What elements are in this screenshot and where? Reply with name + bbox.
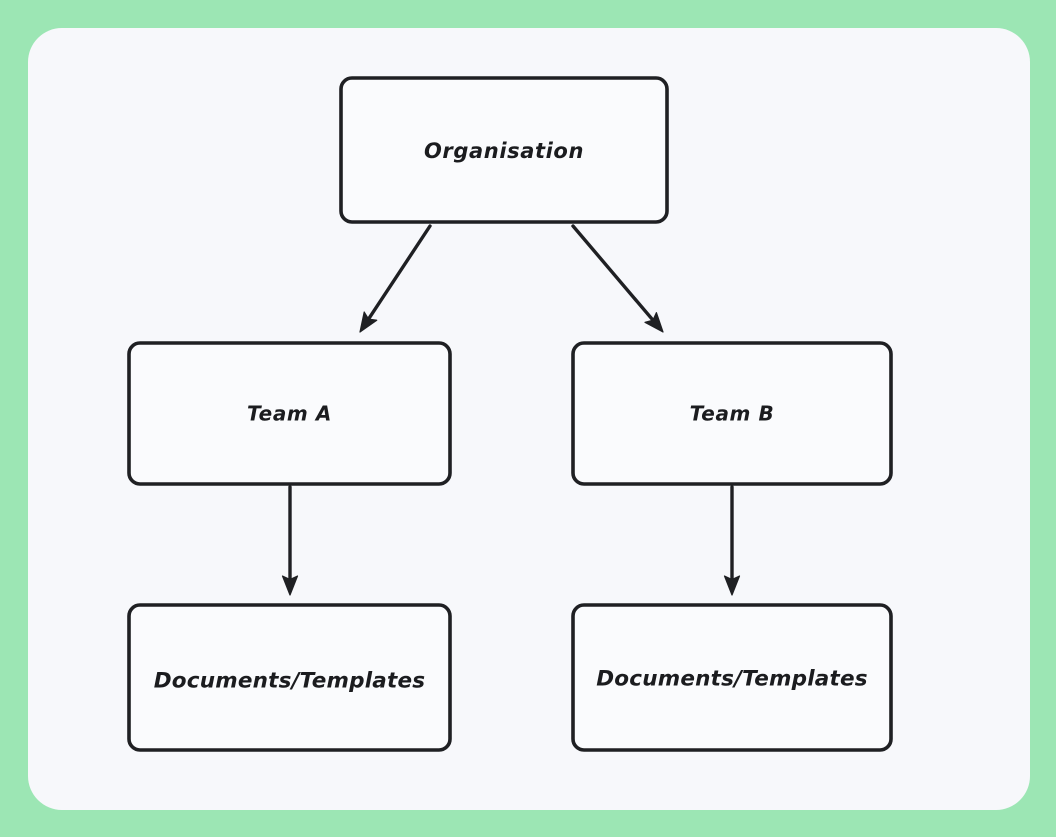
edge-team-b-to-documents-b	[723, 485, 741, 596]
node-label: Team A	[247, 402, 332, 426]
edge-line	[571, 224, 656, 324]
edges-layer	[281, 224, 741, 596]
node-box[interactable]	[127, 603, 452, 752]
node-box[interactable]	[127, 341, 452, 486]
arrowhead-icon	[281, 575, 299, 596]
node-label: Team B	[690, 402, 775, 426]
node-documents-templates-a[interactable]: Documents/Templates	[127, 603, 452, 752]
arrowhead-icon	[644, 312, 664, 333]
edge-team-a-to-documents-a	[281, 485, 299, 596]
node-team-a[interactable]: Team A	[127, 341, 452, 486]
node-box[interactable]	[571, 341, 893, 486]
node-box[interactable]	[571, 603, 893, 752]
arrowhead-icon	[359, 311, 378, 333]
node-box[interactable]	[339, 76, 669, 224]
edge-line	[366, 224, 432, 323]
node-organisation[interactable]: Organisation	[339, 76, 669, 224]
arrowhead-icon	[723, 575, 741, 596]
node-team-b[interactable]: Team B	[571, 341, 893, 486]
node-label: Organisation	[424, 139, 584, 163]
node-label: Documents/Templates	[154, 669, 426, 694]
edge-organisation-to-team-b	[571, 224, 664, 333]
node-label: Documents/Templates	[596, 667, 868, 692]
edge-organisation-to-team-a	[359, 224, 432, 333]
node-documents-templates-b[interactable]: Documents/Templates	[571, 603, 893, 752]
